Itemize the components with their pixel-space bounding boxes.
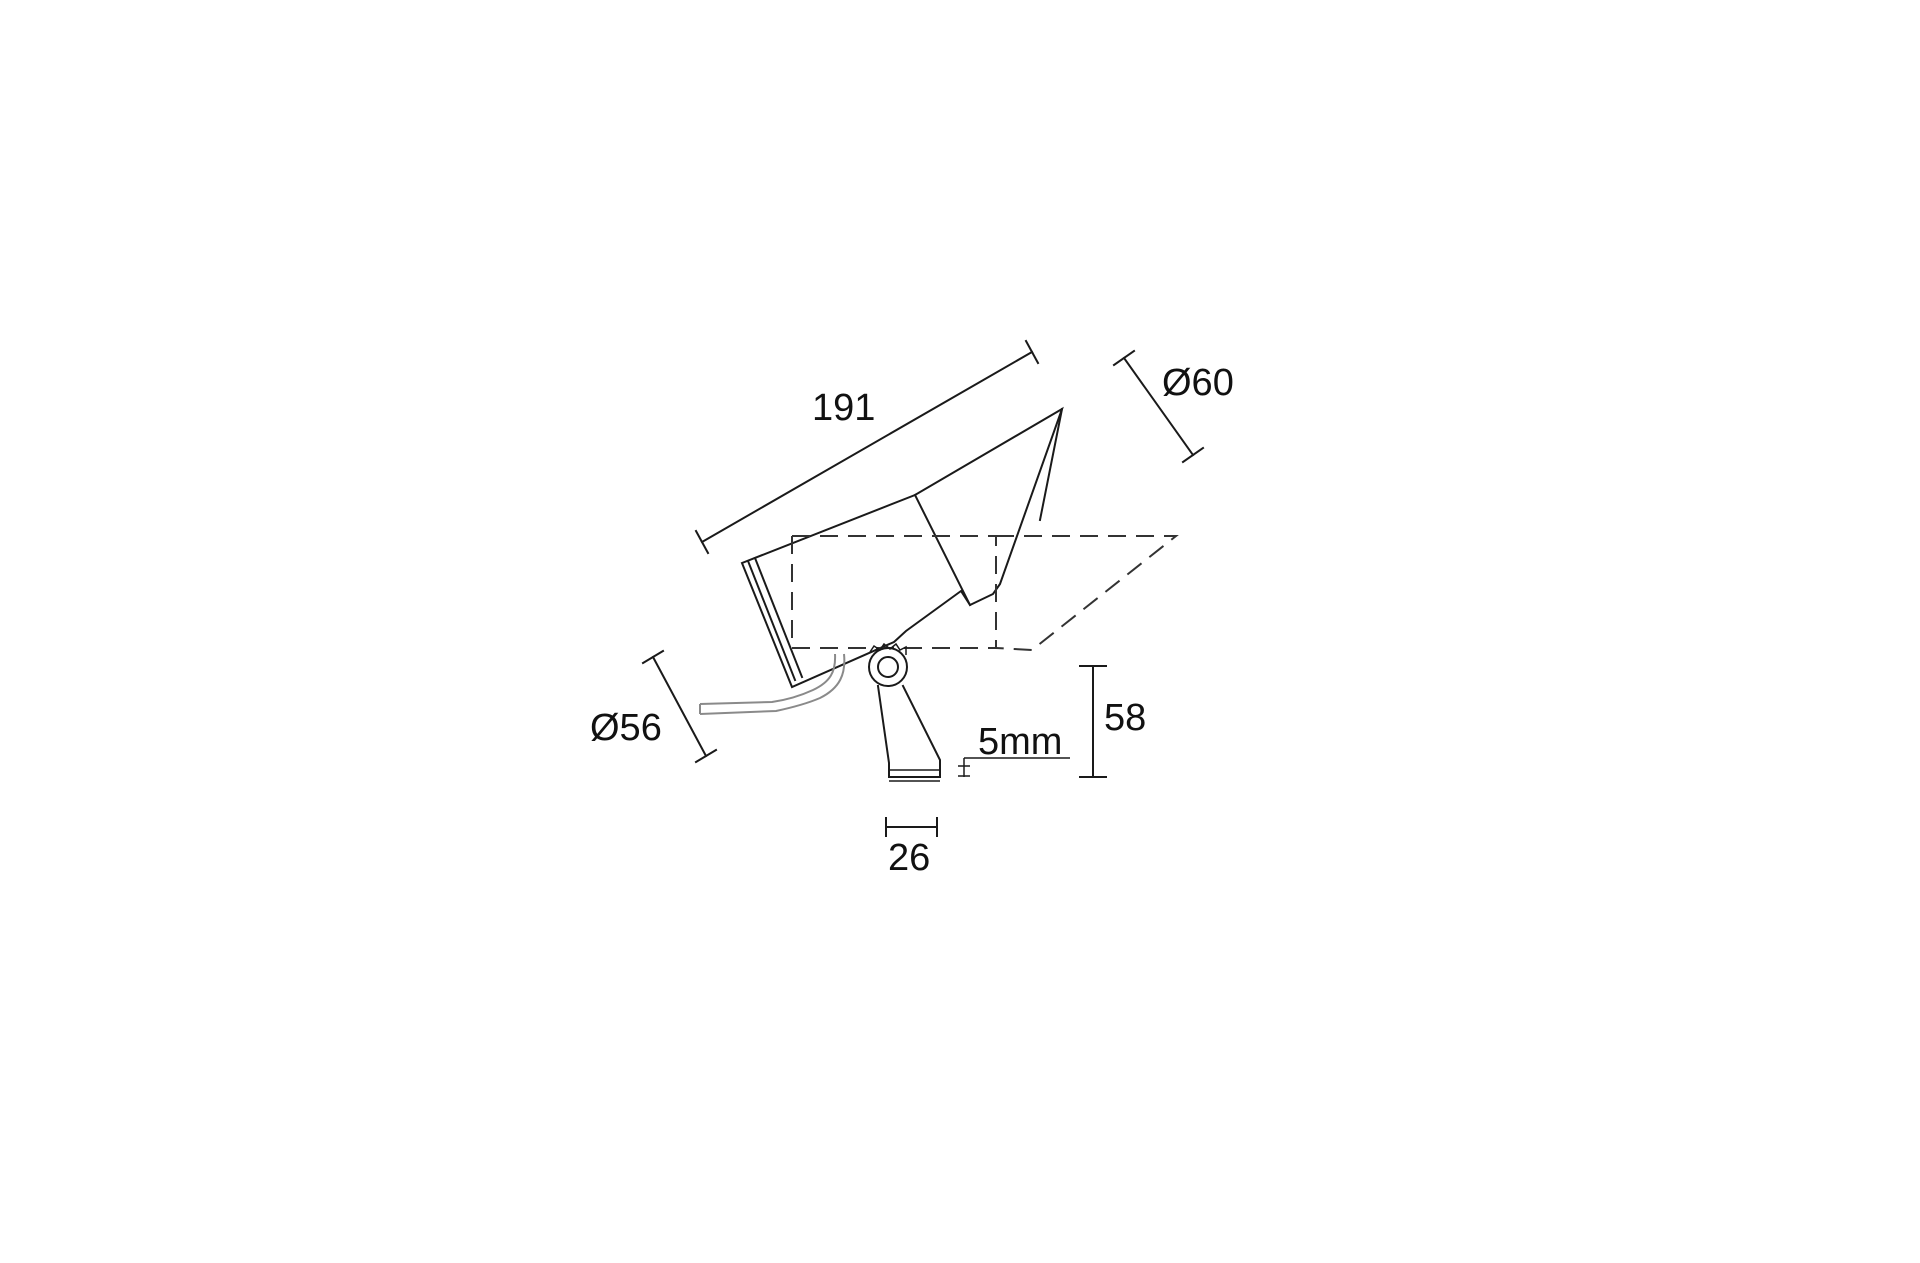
body-diameter-label: Ø56 <box>590 707 662 749</box>
offset-label: 5mm <box>978 721 1062 763</box>
bracket-width-dimension: 26 <box>885 817 938 879</box>
cable <box>699 653 846 715</box>
pivot-knuckle <box>868 642 908 687</box>
aiming-envelope <box>791 535 1179 652</box>
height-dimension: 58 <box>1079 665 1146 778</box>
bracket-width-label: 26 <box>888 837 930 879</box>
offset-dimension: 5mm <box>958 721 1070 777</box>
head-diameter-dimension: Ø60 <box>1112 349 1234 464</box>
head-diameter-label: Ø60 <box>1162 362 1234 404</box>
body-diameter-dimension: Ø56 <box>590 649 718 764</box>
length-label: 191 <box>812 387 875 429</box>
length-dimension: 191 <box>694 339 1040 555</box>
height-label: 58 <box>1104 697 1146 739</box>
luminaire-body <box>740 406 1064 689</box>
mounting-bracket <box>876 684 941 782</box>
